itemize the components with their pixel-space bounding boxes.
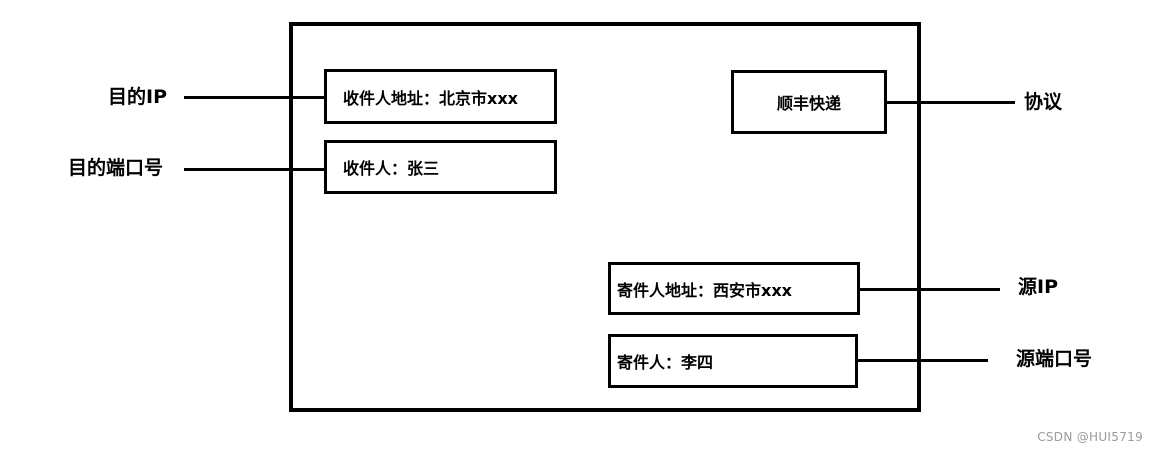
carrier-box: 顺丰快递 [731,70,887,134]
sender-name-box: 寄件人：李四 [608,334,858,388]
sender-address-box: 寄件人地址：西安市xxx [608,262,860,315]
dest-ip-connector [184,96,324,99]
envelope-frame [289,22,921,412]
watermark: CSDN @HUI5719 [1037,430,1143,444]
src-ip-connector [860,288,1000,291]
protocol-label: 协议 [1024,91,1063,113]
dest-port-label: 目的端口号 [68,157,164,179]
protocol-connector [887,101,1015,104]
src-port-connector [858,359,988,362]
receiver-name-text: 收件人：张三 [343,159,440,178]
receiver-address-text: 收件人地址：北京市xxx [343,88,518,108]
sender-address-text: 寄件人地址：西安市xxx [617,280,792,300]
receiver-name-box: 收件人：张三 [324,140,557,194]
src-port-label: 源端口号 [1016,348,1093,370]
dest-port-connector [184,168,324,171]
sender-name-text: 寄件人：李四 [617,353,714,372]
dest-ip-label: 目的IP [108,86,167,108]
receiver-address-box: 收件人地址：北京市xxx [324,69,557,124]
carrier-text: 顺丰快递 [776,94,841,113]
src-ip-label: 源IP [1018,276,1058,298]
